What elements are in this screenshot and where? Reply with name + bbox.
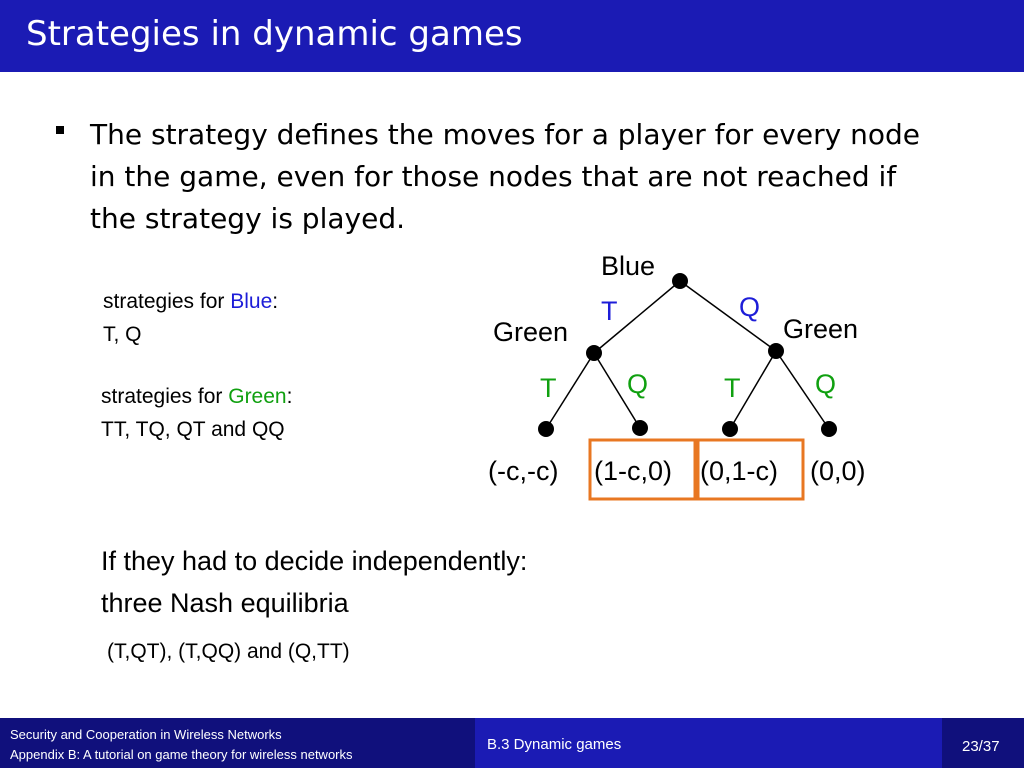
- equilibria-list: (T,QT), (T,QQ) and (Q,TT): [107, 640, 350, 663]
- edge-left-q: [593, 352, 641, 429]
- blue-strategies-values: T, Q: [103, 323, 142, 346]
- right-move-t: T: [724, 373, 741, 403]
- leaf-node-3: [722, 421, 738, 437]
- green-strategies-values: TT, TQ, QT and QQ: [101, 418, 285, 441]
- conclusion-line-1: If they had to decide independently:: [101, 546, 528, 576]
- footer-left-panel: [0, 718, 475, 768]
- bullet-marker: [56, 126, 64, 134]
- payoff-1: (-c,-c): [488, 456, 559, 486]
- root-node: [672, 273, 688, 289]
- footer-page-number: 23/37: [962, 738, 1000, 755]
- blue-strategies-heading: strategies for Blue:: [103, 287, 278, 316]
- edge-left-t: [545, 352, 595, 430]
- edge-right-t: [729, 350, 777, 430]
- right-player-label: Green: [783, 314, 859, 344]
- highlight-box-1: [588, 438, 697, 501]
- footer-right-panel: [942, 718, 1024, 768]
- payoff-2: (1-c,0): [594, 456, 673, 486]
- right-green-node: [768, 343, 784, 359]
- edge-root-right: [679, 280, 777, 352]
- blue-strategies-prefix: strategies for: [103, 290, 231, 313]
- edge-root-left: [593, 280, 681, 354]
- left-green-node: [586, 345, 602, 361]
- green-strategies-colon: :: [286, 385, 293, 408]
- left-player-label: Green: [493, 317, 569, 347]
- green-strategies-prefix: strategies for: [101, 385, 229, 408]
- blue-strategies-colon: :: [272, 290, 279, 313]
- footer-section: B.3 Dynamic games: [487, 736, 622, 753]
- conclusion-line-2: three Nash equilibria: [101, 588, 349, 618]
- game-tree: [538, 273, 837, 501]
- root-player-label: Blue: [601, 251, 656, 281]
- title-bar: [0, 0, 1024, 72]
- left-move-t: T: [540, 373, 557, 403]
- green-strategies-heading: strategies for Green:: [101, 382, 292, 411]
- left-move-q: Q: [627, 369, 649, 399]
- root-move-t: T: [601, 296, 618, 326]
- green-player-name: Green: [228, 385, 287, 408]
- slide-title: Strategies in dynamic games: [26, 14, 523, 54]
- root-move-q: Q: [739, 292, 761, 322]
- right-move-q: Q: [815, 369, 837, 399]
- leaf-node-1: [538, 421, 554, 437]
- highlight-box-2: [696, 438, 805, 501]
- leaf-node-4: [821, 421, 837, 437]
- leaf-node-2: [632, 420, 648, 436]
- footer-course-subtitle: Appendix B: A tutorial on game theory fo…: [10, 747, 353, 762]
- bullet-text: The strategy defines the moves for a pla…: [90, 118, 920, 235]
- footer-course-title: Security and Cooperation in Wireless Net…: [10, 727, 282, 742]
- payoff-3: (0,1-c): [700, 456, 779, 486]
- blue-player-name: Blue: [230, 290, 273, 313]
- payoff-4: (0,0): [810, 456, 866, 486]
- edge-right-q: [775, 350, 830, 430]
